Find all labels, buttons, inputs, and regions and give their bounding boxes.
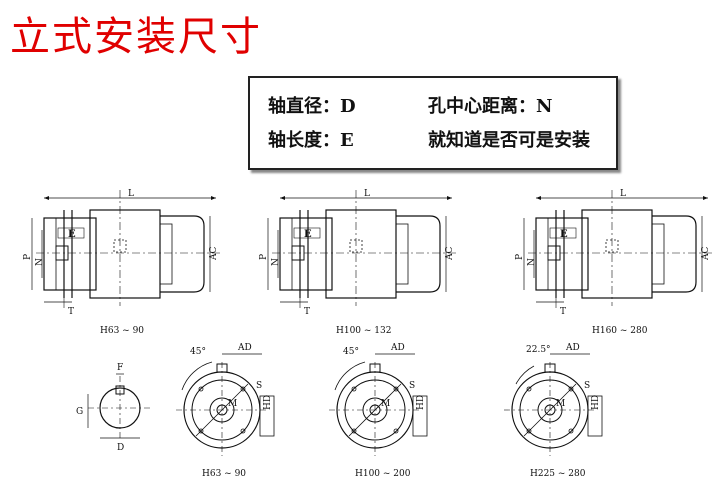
dim-p-label: P (259, 254, 269, 260)
side-view-caption-1: H63 ~ 90 (100, 326, 144, 336)
info-box: 轴直径：D 孔中心距离：N 轴长度：E 就知道是否可是安装 (248, 76, 618, 170)
dim-f-label: F (117, 363, 123, 373)
dim-n-label: N (527, 258, 537, 266)
dim-m-label: M (556, 399, 565, 409)
dim-ac-label: AC (209, 247, 219, 261)
dim-m-label: M (381, 399, 390, 409)
dim-e-label: E (560, 229, 568, 240)
side-view-2: L E P N AC T H100 ~ 132 (259, 189, 457, 336)
side-view-caption-2: H100 ~ 132 (336, 326, 391, 336)
dim-ad-label: AD (237, 343, 252, 353)
shaft-section-detail: F G D (76, 363, 152, 453)
dim-hd-label: HD (591, 395, 601, 410)
dim-t-label: T (560, 307, 566, 317)
dim-hd-label: HD (416, 395, 426, 410)
dim-g-label: G (76, 407, 83, 417)
front-view-2: 45° AD S M HD H100 ~ 200 (328, 343, 428, 479)
front-view-1: 45° AD S M HD H63 ~ 90 (175, 343, 275, 479)
dim-s-label: S (584, 381, 590, 391)
dim-ac-label: AC (445, 247, 455, 261)
dim-ad-label: AD (390, 343, 405, 353)
front-view-3: 22.5° AD S M HD H225 ~ 280 (503, 343, 603, 479)
side-view-3: L E P N AC T H160 ~ 280 (515, 189, 713, 336)
hole-center-distance-label: 孔中心距离：N (428, 96, 553, 117)
dim-l-label: L (128, 189, 134, 199)
angle-label: 45° (190, 347, 206, 357)
dim-e-label: E (68, 229, 76, 240)
front-view-caption-2: H100 ~ 200 (355, 469, 411, 479)
angle-label: 45° (343, 347, 359, 357)
dim-s-label: S (256, 381, 262, 391)
dim-s-label: S (409, 381, 415, 391)
side-view-caption-3: H160 ~ 280 (592, 326, 648, 336)
dim-ad-label: AD (565, 343, 580, 353)
installation-note: 就知道是否可是安装 (428, 130, 590, 151)
dim-t-label: T (68, 307, 74, 317)
front-view-caption-3: H225 ~ 280 (530, 469, 586, 479)
shaft-diameter-label: 轴直径：D (268, 96, 356, 117)
side-view-1: L E P N AC T H63 ~ 90 (23, 189, 221, 336)
dim-hd-label: HD (263, 395, 273, 410)
front-view-caption-1: H63 ~ 90 (202, 469, 246, 479)
dim-p-label: P (515, 254, 525, 260)
dim-n-label: N (35, 258, 45, 266)
shaft-length-label: 轴长度：E (268, 130, 354, 151)
dim-n-label: N (271, 258, 281, 266)
dim-p-label: P (23, 254, 33, 260)
dim-t-label: T (304, 307, 310, 317)
dim-e-label: E (304, 229, 312, 240)
dim-l-label: L (364, 189, 370, 199)
dim-ac-label: AC (701, 247, 711, 261)
dim-l-label: L (620, 189, 626, 199)
dim-d-label: D (117, 443, 124, 453)
page-title: 立式安装尺寸 (10, 14, 262, 60)
dim-m-label: M (228, 399, 237, 409)
angle-label: 22.5° (526, 345, 551, 355)
